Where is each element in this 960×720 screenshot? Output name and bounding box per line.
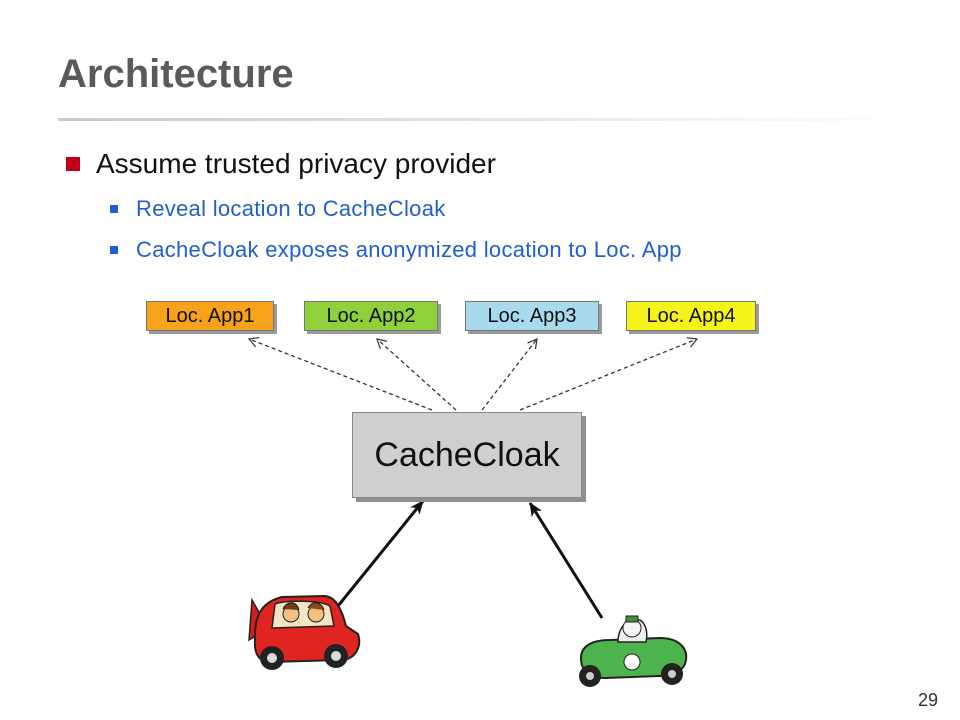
solid-arrow-green-car bbox=[528, 502, 604, 619]
main-bullet: Assume trusted privacy provider bbox=[66, 148, 496, 180]
dashed-arrow-app3 bbox=[481, 338, 538, 411]
red-car-icon bbox=[248, 594, 361, 670]
green-car-icon bbox=[579, 615, 688, 687]
loc-app-4: Loc. App4 bbox=[626, 301, 756, 331]
loc-app-3: Loc. App3 bbox=[465, 301, 599, 331]
cachecloak-label: CacheCloak bbox=[374, 435, 560, 474]
title-divider bbox=[58, 118, 908, 121]
solid-arrow-red-car bbox=[336, 500, 425, 607]
sub-bullet-marker-icon bbox=[110, 246, 118, 254]
page-number: 29 bbox=[918, 690, 939, 710]
slide-title: Architecture bbox=[58, 52, 294, 96]
loc-app-1-label: Loc. App1 bbox=[165, 304, 255, 327]
cachecloak-box: CacheCloak bbox=[352, 412, 582, 498]
loc-app-4-label: Loc. App4 bbox=[646, 304, 736, 327]
loc-app-2-label: Loc. App2 bbox=[326, 304, 416, 327]
loc-app-3-label: Loc. App3 bbox=[487, 304, 577, 327]
loc-app-2: Loc. App2 bbox=[304, 301, 438, 331]
dashed-arrow-app1 bbox=[247, 336, 433, 411]
sub-bullet-1: Reveal location to CacheCloak bbox=[110, 196, 446, 222]
bullet-square-icon bbox=[66, 157, 80, 171]
dashed-arrow-app2 bbox=[376, 338, 457, 411]
sub-bullet-marker-icon bbox=[110, 205, 118, 213]
sub-bullet-2-text: CacheCloak exposes anonymized location t… bbox=[136, 237, 682, 262]
main-bullet-text: Assume trusted privacy provider bbox=[96, 148, 496, 179]
sub-bullet-2: CacheCloak exposes anonymized location t… bbox=[110, 237, 682, 263]
loc-app-1: Loc. App1 bbox=[146, 301, 274, 331]
dashed-arrow-app4 bbox=[519, 337, 699, 411]
sub-bullet-1-text: Reveal location to CacheCloak bbox=[136, 196, 446, 221]
